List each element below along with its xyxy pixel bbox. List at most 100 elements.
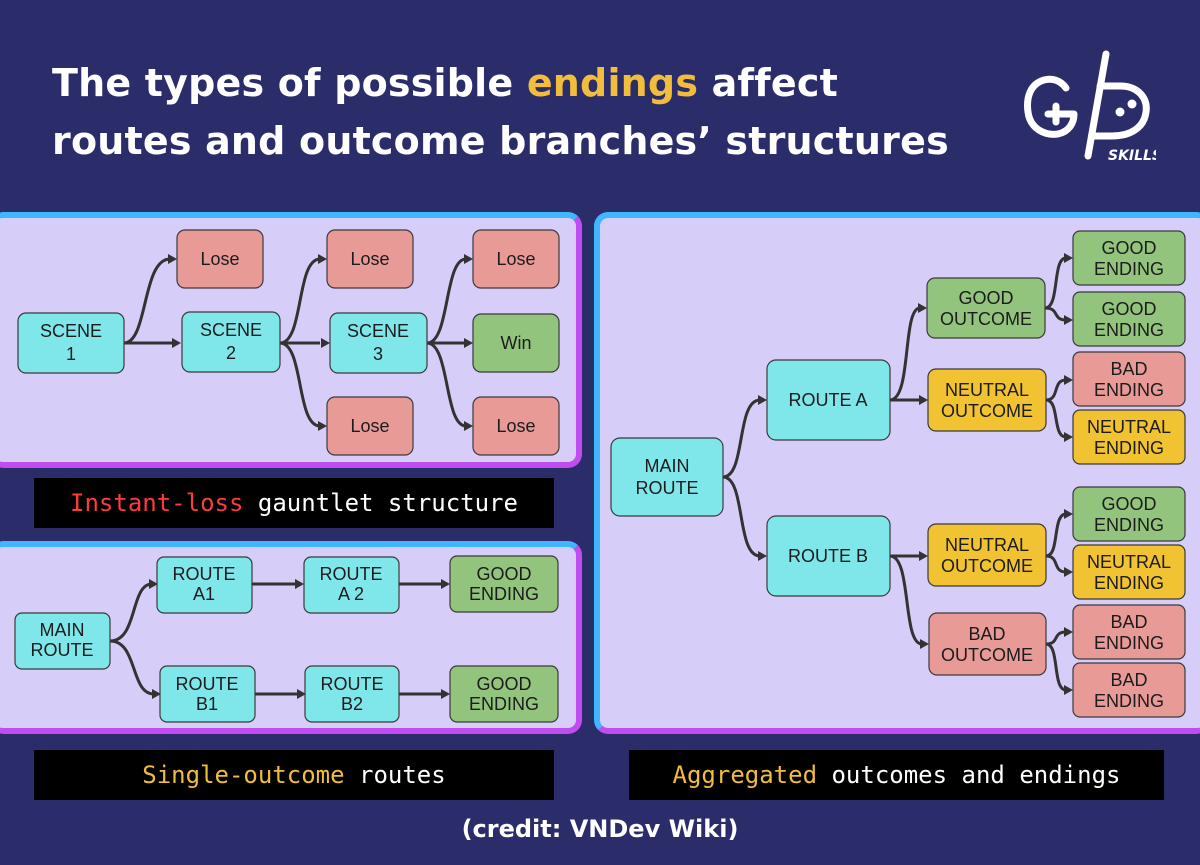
svg-text:GOOD: GOOD [476,564,531,584]
edge [722,398,761,479]
edge [1045,642,1067,692]
svg-text:3: 3 [373,344,383,364]
edge [1045,554,1067,574]
svg-text:MAIN: MAIN [40,620,85,640]
gauntlet-arrowheads [168,254,473,431]
neutral-outcome-node: NEUTRAL OUTCOME [927,368,1047,432]
svg-text:OUTCOME: OUTCOME [941,645,1033,665]
svg-text:Lose: Lose [350,249,389,269]
svg-text:ROUTE: ROUTE [173,564,236,584]
svg-text:A 2: A 2 [338,584,364,604]
svg-text:NEUTRAL: NEUTRAL [945,535,1029,555]
lose-node: Lose [176,229,264,289]
svg-text:SCENE: SCENE [200,320,262,340]
edge [1044,256,1067,310]
svg-text:GOOD: GOOD [476,674,531,694]
edge [1045,512,1067,558]
main-route-node: MAIN ROUTE [610,437,724,517]
edge [109,582,153,643]
svg-text:Lose: Lose [350,416,389,436]
good-ending-node: GOOD ENDING [449,555,559,613]
title-line-2: routes and outcome branches’ structures [52,119,949,163]
svg-text:ROUTE: ROUTE [321,674,384,694]
svg-text:OUTCOME: OUTCOME [941,401,1033,421]
edge [1045,378,1067,402]
edge [889,554,923,646]
svg-text:B2: B2 [341,694,363,714]
bad-ending-node: BAD ENDING [1072,662,1186,718]
neutral-ending-node: NEUTRAL ENDING [1072,544,1186,600]
scene-1-node: SCENE 1 [17,312,125,374]
lose-node: Lose [326,396,414,456]
edge [889,306,921,402]
gauntlet-edges [123,257,467,428]
svg-text:OUTCOME: OUTCOME [940,309,1032,329]
win-node: Win [472,313,560,373]
svg-text:OUTCOME: OUTCOME [941,556,1033,576]
svg-text:BAD: BAD [1110,670,1147,690]
credit-text: (credit: VNDev Wiki) [461,815,739,843]
svg-text:B1: B1 [196,694,218,714]
good-ending-node: GOOD ENDING [1072,230,1186,286]
svg-text:NEUTRAL: NEUTRAL [1087,552,1171,572]
svg-text:NEUTRAL: NEUTRAL [1087,417,1171,437]
svg-text:ENDING: ENDING [1094,515,1164,535]
svg-text:ROUTE: ROUTE [320,564,383,584]
aggregated-edges [722,256,1067,692]
good-ending-node: GOOD ENDING [449,665,559,723]
edge [426,257,467,345]
svg-text:ROUTE: ROUTE [31,640,94,660]
route-a1-node: ROUTE A1 [156,556,253,614]
svg-text:ROUTE A: ROUTE A [788,390,867,410]
svg-text:ENDING: ENDING [1094,320,1164,340]
good-outcome-node: GOOD OUTCOME [926,277,1046,339]
svg-text:GOOD: GOOD [958,288,1013,308]
single-outcome-caption: Single-outcome routes [34,750,554,800]
svg-text:BAD: BAD [1110,359,1147,379]
svg-text:ENDING: ENDING [1094,259,1164,279]
edge [426,341,467,428]
svg-text:SCENE: SCENE [40,321,102,341]
svg-text:ENDING: ENDING [1094,380,1164,400]
svg-text:Lose: Lose [200,249,239,269]
edge [279,341,321,428]
gauntlet-caption: Instant-loss gauntlet structure [34,478,554,528]
route-b1-node: ROUTE B1 [159,665,256,723]
title-line-1: The types of possible endings affect [52,61,838,105]
svg-text:ENDING: ENDING [1094,691,1164,711]
svg-text:SCENE: SCENE [347,321,409,341]
svg-text:BAD: BAD [968,624,1005,644]
main-route-node: MAIN ROUTE [14,612,111,670]
neutral-ending-node: NEUTRAL ENDING [1072,409,1186,465]
edge [279,257,321,345]
route-b-node: ROUTE B [766,515,891,597]
svg-text:Lose: Lose [496,416,535,436]
edge [1045,398,1067,439]
aggregated-arrowheads [758,253,1073,695]
svg-text:ENDING: ENDING [469,584,539,604]
svg-text:Lose: Lose [496,249,535,269]
svg-text:ROUTE: ROUTE [176,674,239,694]
svg-text:NEUTRAL: NEUTRAL [945,380,1029,400]
svg-text:ENDING: ENDING [1094,633,1164,653]
svg-text:BAD: BAD [1110,612,1147,632]
route-a-node: ROUTE A [766,359,891,441]
edge [1044,306,1067,322]
svg-text:2: 2 [226,343,236,363]
bad-ending-node: BAD ENDING [1072,351,1186,407]
bad-outcome-node: BAD OUTCOME [928,612,1047,676]
svg-text:GOOD: GOOD [1101,299,1156,319]
aggregated-caption: Aggregated outcomes and endings [629,750,1164,800]
route-b2-node: ROUTE B2 [304,665,400,723]
edge [123,257,171,345]
svg-text:GOOD: GOOD [1101,238,1156,258]
single-arrowheads [149,579,450,699]
svg-text:1: 1 [66,344,76,364]
svg-text:MAIN: MAIN [645,456,690,476]
svg-text:ROUTE B: ROUTE B [788,546,868,566]
scene-3-node: SCENE 3 [329,312,428,374]
